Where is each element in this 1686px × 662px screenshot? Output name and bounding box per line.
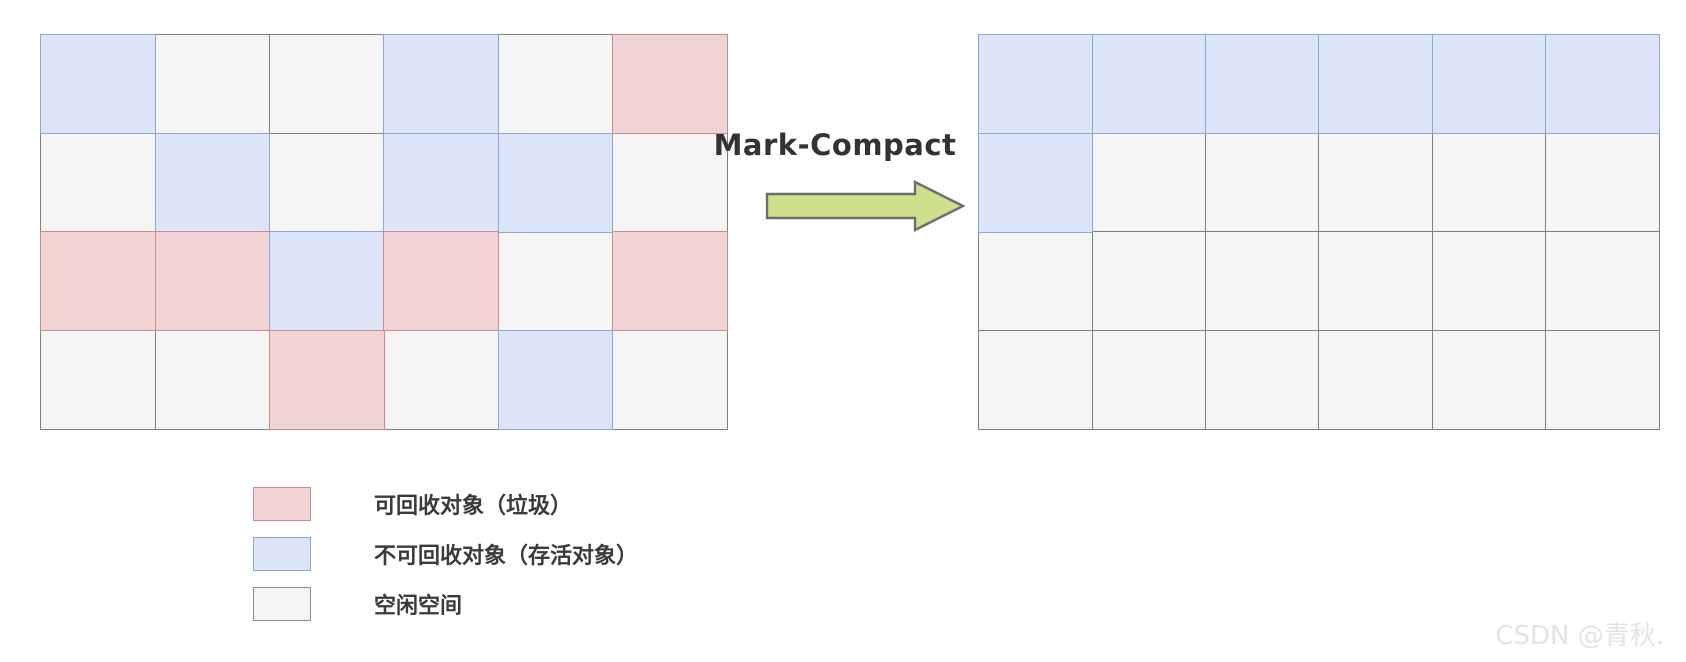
heap-after-cell-r1c3 bbox=[1204, 34, 1320, 135]
heap-grid-before bbox=[40, 34, 728, 430]
heap-after-cell-r2c4 bbox=[1318, 132, 1434, 233]
legend-swatch-live-icon bbox=[253, 537, 311, 571]
heap-before-cell-r3c3 bbox=[268, 231, 385, 332]
heap-before-cell-r1c3 bbox=[268, 34, 385, 135]
heap-before-cell-r1c5 bbox=[497, 34, 614, 135]
heap-after-cell-r3c5 bbox=[1431, 231, 1547, 332]
heap-before-cell-r4c2 bbox=[154, 329, 271, 430]
heap-before-cell-r1c4 bbox=[383, 34, 500, 135]
heap-after-cell-r3c6 bbox=[1544, 231, 1660, 332]
legend-label-free: 空闲空间 bbox=[374, 594, 463, 619]
legend-item-free: 空闲空间 bbox=[253, 579, 638, 629]
heap-after-cell-r4c6 bbox=[1544, 329, 1660, 430]
transition-label: Mark-Compact bbox=[713, 128, 957, 162]
heap-after-cell-r3c2 bbox=[1091, 231, 1207, 332]
heap-grid-after bbox=[978, 34, 1660, 430]
legend-item-trash: 可回收对象（垃圾） bbox=[253, 479, 638, 529]
heap-after-cell-r2c2 bbox=[1091, 132, 1207, 233]
heap-after-cell-r1c6 bbox=[1544, 34, 1660, 135]
heap-after-cell-r1c2 bbox=[1091, 34, 1207, 135]
heap-after-cell-r1c5 bbox=[1431, 34, 1547, 135]
heap-before-cell-r4c5 bbox=[497, 329, 614, 430]
heap-after-cell-r2c5 bbox=[1431, 132, 1547, 233]
heap-after-cell-r4c2 bbox=[1091, 329, 1207, 430]
heap-before-cell-r2c6 bbox=[611, 132, 728, 233]
heap-after-cell-r4c4 bbox=[1318, 329, 1434, 430]
heap-before-cell-r3c5 bbox=[497, 231, 614, 332]
legend: 可回收对象（垃圾） 不可回收对象（存活对象） 空闲空间 bbox=[253, 479, 638, 629]
heap-before-cell-r3c4 bbox=[383, 231, 500, 332]
heap-after-cell-r3c3 bbox=[1204, 231, 1320, 332]
heap-before-cell-r3c1 bbox=[40, 231, 157, 332]
heap-before-cell-r2c1 bbox=[40, 132, 157, 233]
legend-swatch-trash-icon bbox=[253, 487, 311, 521]
heap-before-cell-r1c1 bbox=[40, 34, 157, 135]
heap-before-cell-r2c5 bbox=[497, 132, 614, 233]
heap-before-cell-r3c6 bbox=[611, 231, 728, 332]
heap-before-cell-r4c1 bbox=[40, 329, 157, 430]
heap-before-cell-r1c6 bbox=[611, 34, 728, 135]
heap-after-cell-r2c6 bbox=[1544, 132, 1660, 233]
heap-after-cell-r1c1 bbox=[978, 34, 1094, 135]
heap-before-cell-r2c3 bbox=[268, 132, 385, 233]
heap-after-cell-r3c1 bbox=[978, 231, 1094, 332]
heap-after-cell-r2c3 bbox=[1204, 132, 1320, 233]
transition-group: Mark-Compact bbox=[700, 128, 970, 238]
heap-before-cell-r1c2 bbox=[154, 34, 271, 135]
heap-before-cell-r4c6 bbox=[611, 329, 728, 430]
heap-before-cell-r2c2 bbox=[154, 132, 271, 233]
heap-before-cell-r2c4 bbox=[383, 132, 500, 233]
legend-swatch-free-icon bbox=[253, 587, 311, 621]
heap-after-cell-r4c1 bbox=[978, 329, 1094, 430]
legend-item-live: 不可回收对象（存活对象） bbox=[253, 529, 638, 579]
heap-after-cell-r1c4 bbox=[1318, 34, 1434, 135]
watermark: CSDN @青秋. bbox=[1495, 621, 1664, 651]
heap-before-cell-r3c2 bbox=[154, 231, 271, 332]
arrow-right-icon bbox=[765, 180, 966, 232]
heap-before-cell-r4c3 bbox=[268, 329, 385, 430]
legend-label-live: 不可回收对象（存活对象） bbox=[374, 544, 639, 569]
legend-label-trash: 可回收对象（垃圾） bbox=[374, 494, 573, 519]
heap-after-cell-r2c1 bbox=[978, 132, 1094, 233]
heap-after-cell-r4c3 bbox=[1204, 329, 1320, 430]
heap-after-cell-r4c5 bbox=[1431, 329, 1547, 430]
heap-after-cell-r3c4 bbox=[1318, 231, 1434, 332]
heap-before-cell-r4c4 bbox=[383, 329, 500, 430]
